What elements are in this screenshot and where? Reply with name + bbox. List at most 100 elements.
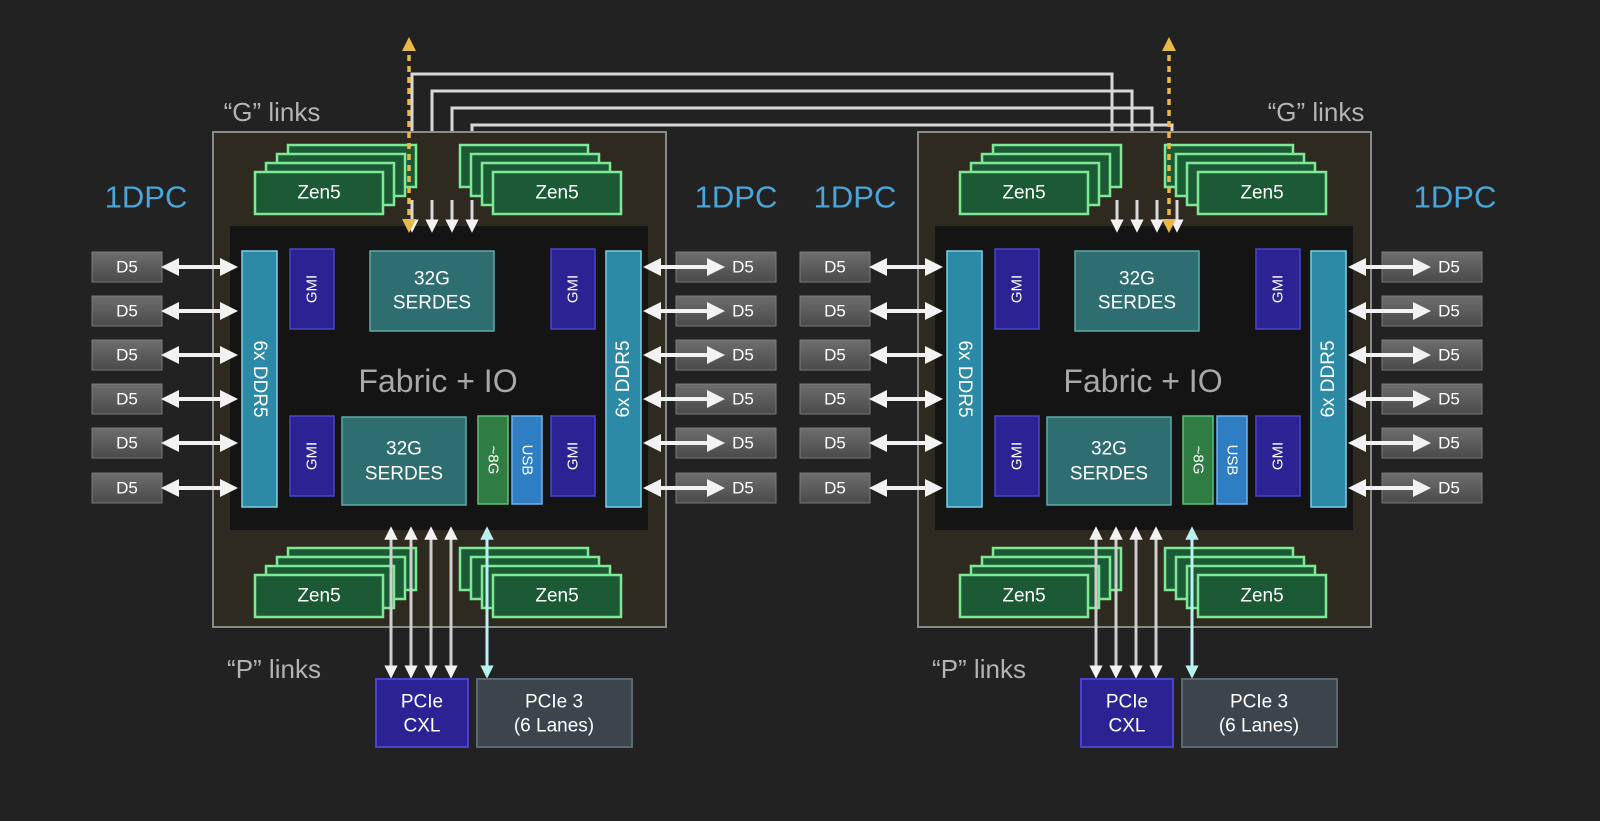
pcie3-box (1181, 678, 1338, 748)
serdes-top (369, 250, 495, 332)
serdes-bottom-line1: 32G (386, 439, 422, 460)
pcie-cxl-line1: PCIe (1106, 692, 1148, 713)
dimm-label: D5 (824, 346, 846, 365)
ccd-stack: Zen5 (458, 143, 623, 216)
dimm-left (91, 251, 163, 283)
gmi-block (1255, 248, 1301, 330)
dpc-label-right: 1DPC (1414, 180, 1497, 215)
dimm-left (91, 472, 163, 504)
dimm-label: D5 (1438, 434, 1460, 453)
dimm-label: D5 (1438, 346, 1460, 365)
gmi-label: GMI (304, 275, 321, 303)
dimm-label: D5 (732, 258, 754, 277)
ddr5-controller-right (605, 250, 642, 508)
usb-label: USB (519, 445, 536, 476)
ccd-stack: Zen5 (458, 546, 623, 619)
serdes-bottom (1046, 416, 1172, 506)
dpc-label-right: 1DPC (695, 180, 778, 215)
fabric-io-label: Fabric + IO (358, 363, 517, 399)
gmi-block (1255, 415, 1301, 497)
ddr5-controller-left (946, 250, 983, 508)
usb-block (1216, 415, 1248, 505)
pcie3-box (476, 678, 633, 748)
dimm-label: D5 (732, 390, 754, 409)
gmi-label: GMI (1009, 442, 1026, 470)
serdes-top-line1: 32G (414, 269, 450, 290)
small-green-label: ~8G (1190, 446, 1207, 475)
serdes-bottom-line2: SERDES (1070, 464, 1148, 485)
dimm-label: D5 (732, 434, 754, 453)
serdes-top-line2: SERDES (393, 293, 471, 314)
dimm-label: D5 (116, 346, 138, 365)
gmi-block (550, 248, 596, 330)
serdes-top (1074, 250, 1200, 332)
gmi-label: GMI (304, 442, 321, 470)
gmi-block (550, 415, 596, 497)
ddr5-label-left: 6x DDR5 (249, 340, 270, 417)
zen5-label: Zen5 (1002, 183, 1045, 204)
p-links-label: “P” links (932, 654, 1026, 684)
zen5-label: Zen5 (297, 586, 340, 607)
gmi-block (289, 415, 335, 497)
dimm-label: D5 (732, 302, 754, 321)
ccd-stack: Zen5 (958, 546, 1123, 619)
gmi-label: GMI (1270, 275, 1287, 303)
dimm-label: D5 (824, 302, 846, 321)
dimm-label: D5 (1438, 479, 1460, 498)
ccd-die (491, 170, 623, 216)
dimm-label: D5 (824, 434, 846, 453)
dimm-left (799, 295, 871, 327)
ccd-stack: Zen5 (1163, 143, 1328, 216)
dimm-label: D5 (732, 346, 754, 365)
dpc-label-left: 1DPC (814, 180, 897, 215)
dimm-label: D5 (824, 258, 846, 277)
ccd-stack: Zen5 (958, 143, 1123, 216)
ccd-die (253, 573, 385, 619)
zen5-label: Zen5 (1240, 586, 1283, 607)
pcie3-line1: PCIe 3 (1230, 692, 1288, 713)
pcie-cxl-line2: CXL (1109, 716, 1146, 737)
zen5-label: Zen5 (535, 586, 578, 607)
dimm-label: D5 (116, 479, 138, 498)
ccd-die (958, 573, 1090, 619)
dimm-label: D5 (732, 479, 754, 498)
zen5-label: Zen5 (1240, 183, 1283, 204)
ddr5-label-left: 6x DDR5 (954, 340, 975, 417)
serdes-top-line2: SERDES (1098, 293, 1176, 314)
pcie-cxl-box (375, 678, 469, 748)
pcie3-line2: (6 Lanes) (514, 716, 594, 737)
dimm-left (799, 472, 871, 504)
ccd-die (253, 170, 385, 216)
pcie3-line1: PCIe 3 (525, 692, 583, 713)
ccd-die (1196, 170, 1328, 216)
ccd-stack: Zen5 (253, 143, 418, 216)
dpc-label-left: 1DPC (105, 180, 188, 215)
dimm-label: D5 (116, 258, 138, 277)
ddr5-controller-left (241, 250, 278, 508)
pcie-cxl-line2: CXL (404, 716, 441, 737)
ddr5-label-right: 6x DDR5 (1318, 340, 1339, 417)
dimm-left (91, 295, 163, 327)
gmi-label: GMI (565, 442, 582, 470)
dimm-label: D5 (1438, 258, 1460, 277)
gmi-block (994, 415, 1040, 497)
dimm-left (799, 427, 871, 459)
serdes-bottom-line2: SERDES (365, 464, 443, 485)
dimm-left (799, 339, 871, 371)
gmi-label: GMI (1009, 275, 1026, 303)
gmi-label: GMI (565, 275, 582, 303)
usb-block (511, 415, 543, 505)
zen5-label: Zen5 (297, 183, 340, 204)
ddr5-label-right: 6x DDR5 (613, 340, 634, 417)
g-links-label: “G” links (224, 97, 321, 127)
dimm-label: D5 (824, 390, 846, 409)
p-links-label: “P” links (227, 654, 321, 684)
zen5-label: Zen5 (1002, 586, 1045, 607)
small-green-block (1182, 415, 1214, 505)
zen5-label: Zen5 (535, 183, 578, 204)
serdes-bottom-line1: 32G (1091, 439, 1127, 460)
g-links-label: “G” links (1268, 97, 1365, 127)
